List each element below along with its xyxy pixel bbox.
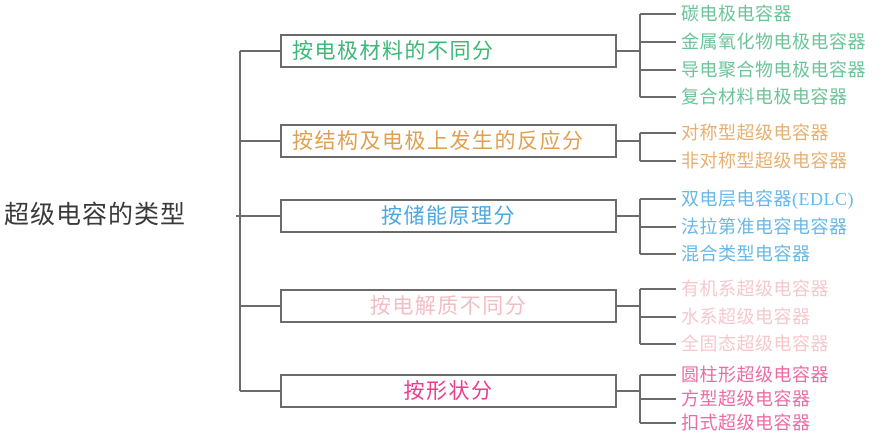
leaf-node-5-3[interactable]: 扣式超级电容器 bbox=[681, 411, 811, 435]
branch-node-label: 按结构及电极上发生的反应分 bbox=[292, 129, 585, 153]
branch-node-label: 按电解质不同分 bbox=[369, 294, 528, 318]
leaf-node-1-2[interactable]: 金属氧化物电极电容器 bbox=[681, 30, 866, 54]
leaf-node-5-1[interactable]: 圆柱形超级电容器 bbox=[681, 363, 829, 387]
leaf-node-4-1[interactable]: 有机系超级电容器 bbox=[681, 277, 829, 301]
leaf-node-5-2[interactable]: 方型超级电容器 bbox=[681, 387, 811, 411]
leaf-node-label: 双电层电容器(EDLC) bbox=[681, 189, 854, 209]
leaf-node-4-2[interactable]: 水系超级电容器 bbox=[681, 305, 811, 329]
leaf-node-1-1[interactable]: 碳电极电容器 bbox=[681, 2, 792, 26]
leaf-node-label: 法拉第准电容电容器 bbox=[681, 217, 848, 237]
branch-node-3[interactable]: 按储能原理分 bbox=[280, 199, 617, 233]
connector-lines bbox=[236, 13, 676, 424]
leaf-node-3-3[interactable]: 混合类型电容器 bbox=[681, 242, 811, 266]
branch-node-4[interactable]: 按电解质不同分 bbox=[280, 289, 617, 323]
leaf-node-1-4[interactable]: 复合材料电极电容器 bbox=[681, 85, 848, 109]
leaf-node-label: 金属氧化物电极电容器 bbox=[681, 32, 866, 52]
leaf-node-label: 导电聚合物电极电容器 bbox=[681, 60, 866, 80]
leaf-node-label: 混合类型电容器 bbox=[681, 244, 811, 264]
branch-node-2[interactable]: 按结构及电极上发生的反应分 bbox=[280, 124, 617, 158]
leaf-node-label: 扣式超级电容器 bbox=[681, 413, 811, 433]
leaf-node-3-2[interactable]: 法拉第准电容电容器 bbox=[681, 215, 848, 239]
leaf-node-label: 复合材料电极电容器 bbox=[681, 87, 848, 107]
leaf-node-3-1[interactable]: 双电层电容器(EDLC) bbox=[681, 187, 854, 211]
leaf-node-4-3[interactable]: 全固态超级电容器 bbox=[681, 332, 829, 356]
leaf-node-label: 圆柱形超级电容器 bbox=[681, 365, 829, 385]
branch-node-1[interactable]: 按电极材料的不同分 bbox=[280, 34, 617, 68]
root-node-label: 超级电容的类型 bbox=[4, 202, 187, 229]
leaf-node-1-3[interactable]: 导电聚合物电极电容器 bbox=[681, 58, 866, 82]
leaf-node-label: 碳电极电容器 bbox=[681, 4, 792, 24]
leaf-node-label: 水系超级电容器 bbox=[681, 307, 811, 327]
leaf-node-label: 全固态超级电容器 bbox=[681, 334, 829, 354]
branch-node-label: 按形状分 bbox=[403, 379, 494, 403]
branch-node-label: 按电极材料的不同分 bbox=[292, 39, 495, 63]
leaf-node-label: 对称型超级电容器 bbox=[681, 123, 829, 143]
leaf-node-label: 非对称型超级电容器 bbox=[681, 151, 848, 171]
leaf-node-label: 方型超级电容器 bbox=[681, 389, 811, 409]
leaf-node-2-2[interactable]: 非对称型超级电容器 bbox=[681, 149, 848, 173]
leaf-node-label: 有机系超级电容器 bbox=[681, 279, 829, 299]
leaf-node-2-1[interactable]: 对称型超级电容器 bbox=[681, 121, 829, 145]
branch-node-label: 按储能原理分 bbox=[381, 204, 516, 228]
branch-node-5[interactable]: 按形状分 bbox=[280, 374, 617, 408]
